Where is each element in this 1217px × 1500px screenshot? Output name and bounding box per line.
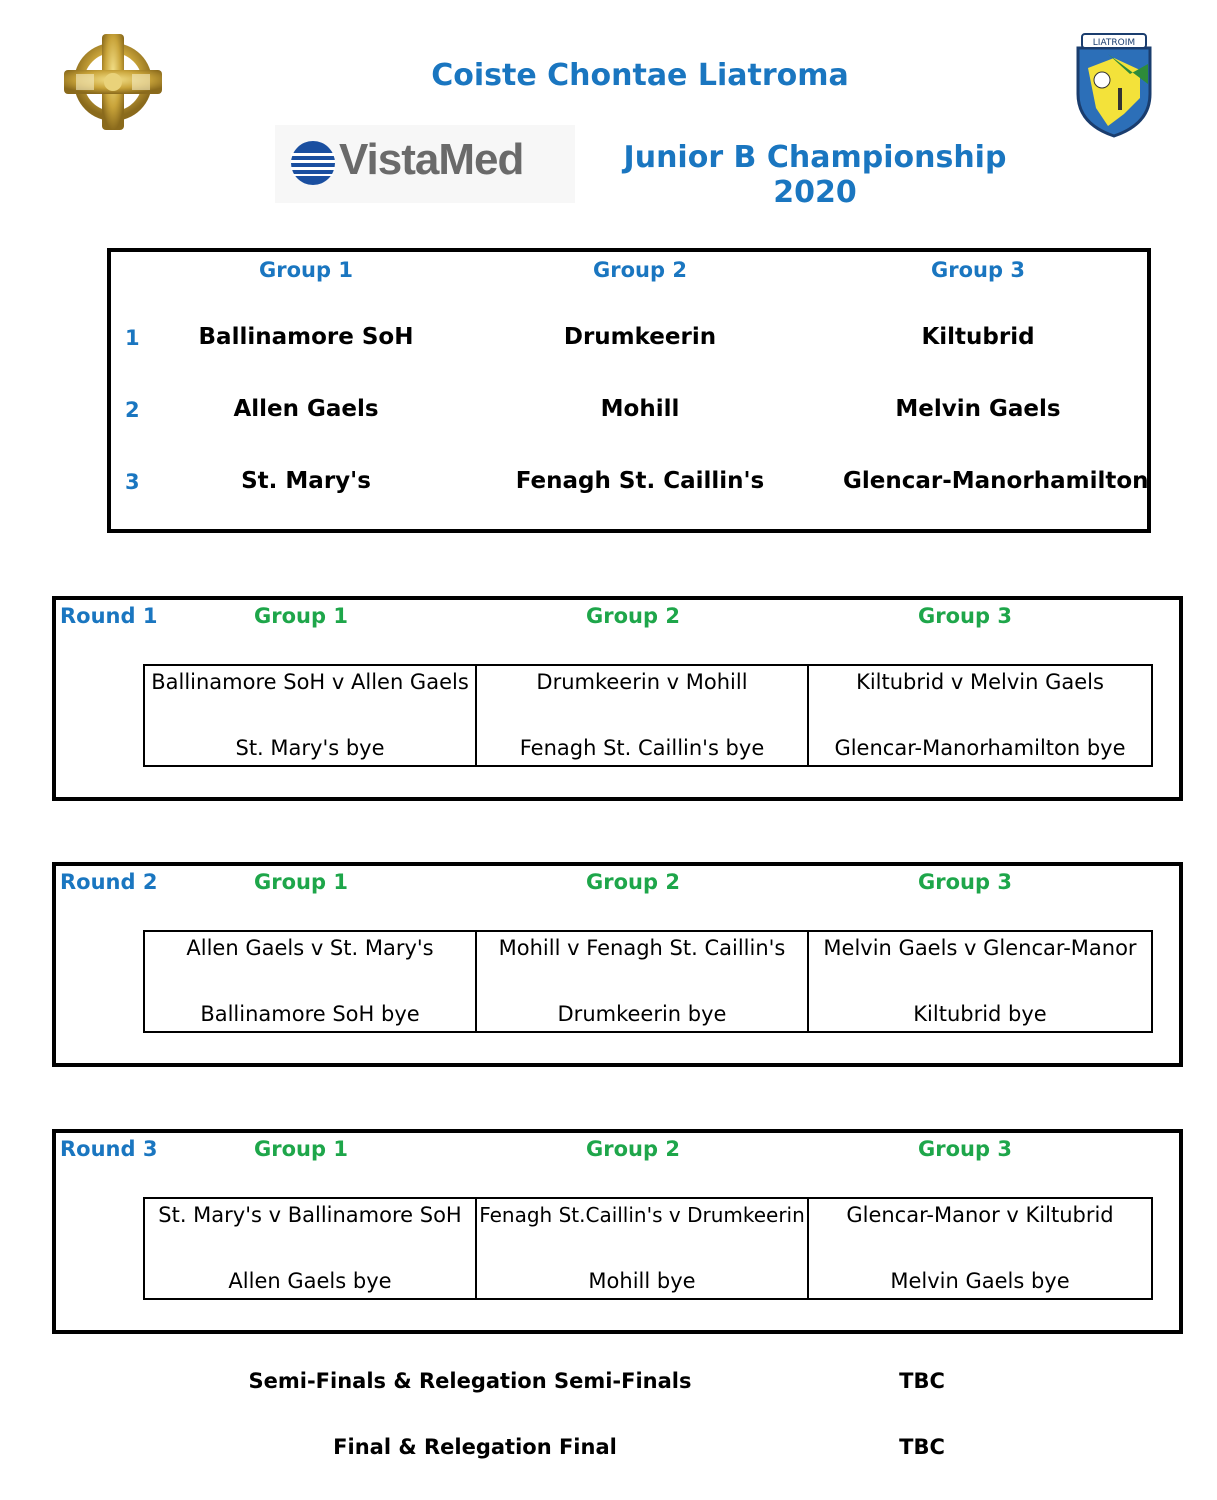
group-3-header: Group 3 <box>931 258 1025 282</box>
crest-text: LIATROIM <box>1093 38 1135 48</box>
fixture-bye: St. Mary's bye <box>235 736 385 760</box>
round-group-header: Group 3 <box>918 604 1012 628</box>
final-label: Final & Relegation Final <box>333 1435 617 1459</box>
groups-table: Group 1 Group 2 Group 3 1 Ballinamore So… <box>107 248 1151 533</box>
fixture-cell: Fenagh St.Caillin's v Drumkeerin Mohill … <box>477 1199 809 1298</box>
fixture-match: Allen Gaels v St. Mary's <box>186 936 434 960</box>
team-cell: Glencar-Manorhamilton <box>843 468 1149 494</box>
championship-title: Junior B Championship 2020 <box>623 140 1007 210</box>
round-1-label: Round 1 <box>60 604 158 628</box>
fixture-bye: Mohill bye <box>588 1269 696 1293</box>
sponsor-logo: VistaMed <box>275 125 575 203</box>
row-number: 1 <box>125 326 140 350</box>
fixture-match: Fenagh St.Caillin's v Drumkeerin <box>479 1203 805 1227</box>
fixture-cell: Drumkeerin v Mohill Fenagh St. Caillin's… <box>477 666 809 765</box>
group-1-header: Group 1 <box>259 258 353 282</box>
group-2-header: Group 2 <box>593 258 687 282</box>
fixture-cell: Mohill v Fenagh St. Caillin's Drumkeerin… <box>477 932 809 1031</box>
fixture-cell: Glencar-Manor v Kiltubrid Melvin Gaels b… <box>809 1199 1151 1298</box>
round-group-header: Group 2 <box>586 870 680 894</box>
team-cell: Ballinamore SoH <box>198 324 414 350</box>
fixture-cell: St. Mary's v Ballinamore SoH Allen Gaels… <box>145 1199 477 1298</box>
team-cell: Drumkeerin <box>563 324 717 350</box>
fixture-match: Glencar-Manor v Kiltubrid <box>846 1203 1114 1227</box>
semi-finals-label: Semi-Finals & Relegation Semi-Finals <box>248 1369 692 1393</box>
round-2-label: Round 2 <box>60 870 158 894</box>
team-cell: Mohill <box>600 396 680 422</box>
round-group-header: Group 3 <box>918 870 1012 894</box>
fixtures-table: St. Mary's v Ballinamore SoH Allen Gaels… <box>143 1197 1153 1300</box>
fixture-cell: Ballinamore SoH v Allen Gaels St. Mary's… <box>145 666 477 765</box>
round-group-header: Group 1 <box>254 1137 348 1161</box>
gaa-crest-logo <box>58 30 168 134</box>
team-cell: Fenagh St. Caillin's <box>515 468 765 494</box>
round-3-label: Round 3 <box>60 1137 158 1161</box>
round-2-section: Round 2 Group 1 Group 2 Group 3 Allen Ga… <box>52 862 1183 1067</box>
round-group-header: Group 1 <box>254 604 348 628</box>
fixture-bye: Melvin Gaels bye <box>890 1269 1070 1293</box>
fixtures-table: Ballinamore SoH v Allen Gaels St. Mary's… <box>143 664 1153 767</box>
round-group-header: Group 1 <box>254 870 348 894</box>
semi-finals-date: TBC <box>899 1369 945 1393</box>
sponsor-name: VistaMed <box>339 135 524 184</box>
fixtures-table: Allen Gaels v St. Mary's Ballinamore SoH… <box>143 930 1153 1033</box>
fixture-match: Ballinamore SoH v Allen Gaels <box>151 670 469 694</box>
page-title: Coiste Chontae Liatroma <box>431 58 849 93</box>
round-1-section: Round 1 Group 1 Group 2 Group 3 Ballinam… <box>52 596 1183 801</box>
fixture-bye: Ballinamore SoH bye <box>200 1002 420 1026</box>
county-crest-logo: LIATROIM <box>1068 28 1160 138</box>
round-3-section: Round 3 Group 1 Group 2 Group 3 St. Mary… <box>52 1129 1183 1334</box>
row-number: 2 <box>125 398 140 422</box>
fixture-match: Drumkeerin v Mohill <box>536 670 748 694</box>
team-cell: St. Mary's <box>241 468 371 494</box>
fixture-bye: Allen Gaels bye <box>228 1269 392 1293</box>
fixture-bye: Glencar-Manorhamilton bye <box>834 736 1126 760</box>
fixture-match: St. Mary's v Ballinamore SoH <box>158 1203 462 1227</box>
team-cell: Kiltubrid <box>921 324 1035 350</box>
fixture-cell: Kiltubrid v Melvin Gaels Glencar-Manorha… <box>809 666 1151 765</box>
fixture-match: Mohill v Fenagh St. Caillin's <box>498 936 786 960</box>
round-group-header: Group 2 <box>586 1137 680 1161</box>
fixture-match: Kiltubrid v Melvin Gaels <box>856 670 1104 694</box>
fixture-bye: Kiltubrid bye <box>913 1002 1047 1026</box>
round-group-header: Group 3 <box>918 1137 1012 1161</box>
team-cell: Melvin Gaels <box>895 396 1061 422</box>
fixture-match: Melvin Gaels v Glencar-Manor <box>823 936 1137 960</box>
sponsor-globe-icon <box>291 141 335 185</box>
round-group-header: Group 2 <box>586 604 680 628</box>
fixture-cell: Allen Gaels v St. Mary's Ballinamore SoH… <box>145 932 477 1031</box>
row-number: 3 <box>125 470 140 494</box>
fixture-bye: Fenagh St. Caillin's bye <box>519 736 765 760</box>
fixture-bye: Drumkeerin bye <box>557 1002 727 1026</box>
team-cell: Allen Gaels <box>233 396 379 422</box>
fixture-cell: Melvin Gaels v Glencar-Manor Kiltubrid b… <box>809 932 1151 1031</box>
final-date: TBC <box>899 1435 945 1459</box>
